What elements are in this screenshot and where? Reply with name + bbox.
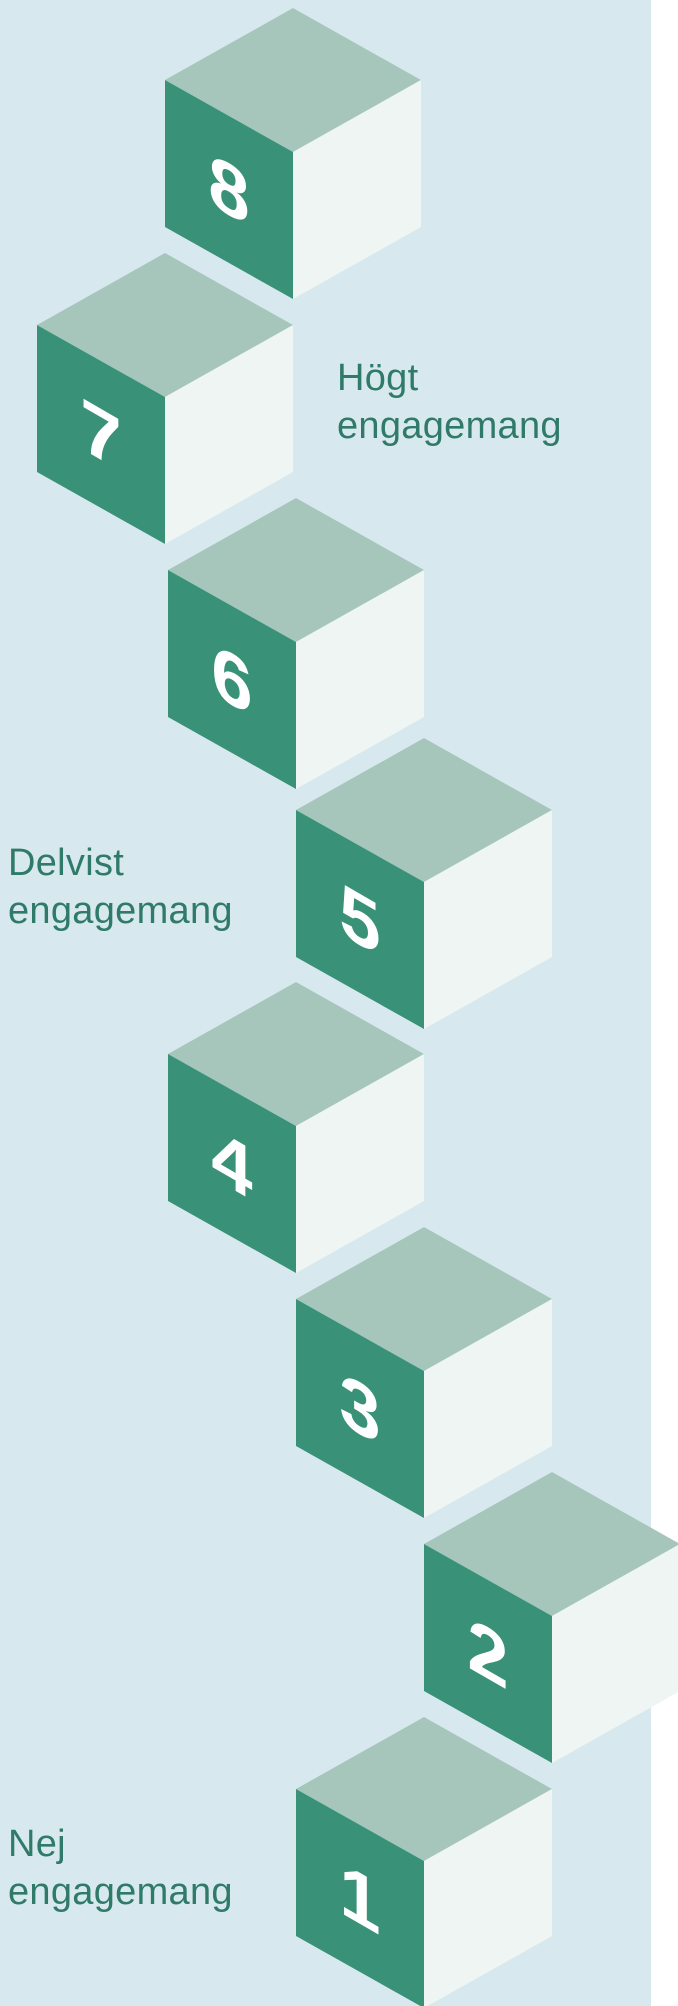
cube-left-face	[424, 1544, 552, 1763]
cube-right-face	[424, 1299, 552, 1518]
cube-6: 6	[168, 498, 424, 789]
label-no-engagement: Nej engagemang	[8, 1820, 233, 1916]
cube-4: 4	[168, 982, 424, 1273]
label-high-engagement: Högt engagemang	[337, 354, 562, 450]
cube-left-face	[168, 570, 296, 789]
cube-left-face	[37, 325, 165, 544]
cube-right-face	[552, 1545, 678, 1763]
cube-right-face	[165, 325, 293, 544]
label-high-line2: engagemang	[337, 405, 562, 447]
cube-1: 1	[296, 1717, 552, 2006]
label-none-line1: Nej	[8, 1823, 66, 1865]
label-partial-line1: Delvist	[8, 842, 125, 884]
cube-left-face	[296, 1299, 424, 1518]
cube-left-face	[165, 80, 293, 299]
label-partial-engagement: Delvist engagemang	[8, 839, 233, 935]
cube-8: 8	[165, 8, 421, 299]
cube-5: 5	[296, 738, 552, 1029]
cube-2: 2	[424, 1472, 678, 1763]
label-none-line2: engagemang	[8, 1871, 233, 1913]
cube-7: 7	[37, 253, 293, 544]
cube-right-face	[424, 1789, 552, 2006]
cube-right-face	[296, 570, 424, 789]
cube-right-face	[296, 1054, 424, 1273]
cube-3: 3	[296, 1227, 552, 1518]
cube-right-face	[424, 810, 552, 1029]
cube-top-face	[424, 1472, 678, 1616]
cube-left-face	[168, 1054, 296, 1273]
cube-right-face	[293, 80, 421, 299]
cube-left-face	[296, 810, 424, 1029]
label-high-line1: Högt	[337, 357, 419, 399]
label-partial-line2: engagemang	[8, 890, 233, 932]
cube-left-face	[296, 1789, 424, 2006]
